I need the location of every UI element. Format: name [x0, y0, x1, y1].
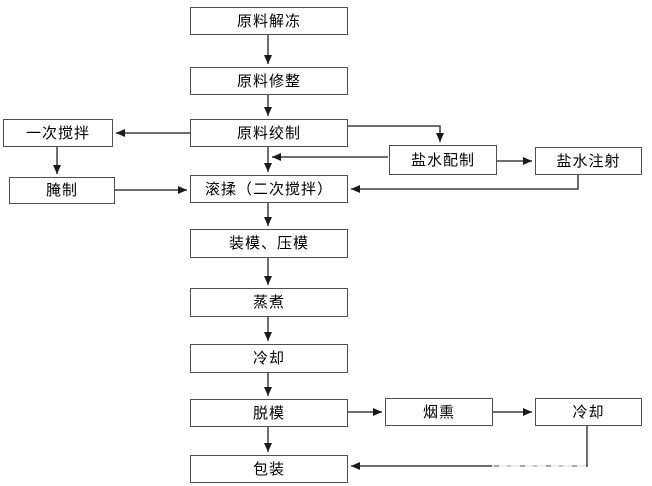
node-brine-prep: 盐水配制	[389, 145, 497, 175]
node-grind-label: 原料绞制	[236, 123, 301, 142]
node-trim-label: 原料修整	[236, 71, 301, 90]
edge-brineinject-tumble	[351, 175, 579, 193]
node-demold: 脱模	[190, 399, 348, 427]
node-smoke-label: 烟熏	[422, 402, 455, 421]
node-cool1-label: 冷却	[252, 349, 285, 367]
node-cool2: 冷却	[535, 398, 642, 426]
node-brine-inject-label: 盐水注射	[556, 151, 621, 170]
node-smoke: 烟熏	[385, 398, 493, 426]
node-trim: 原料修整	[190, 67, 348, 95]
node-brine-prep-label: 盐水配制	[410, 150, 475, 169]
edge-cool2-pack	[351, 426, 588, 470]
node-demold-label: 脱模	[252, 403, 285, 422]
node-steam-label: 蒸煮	[252, 293, 285, 311]
node-cool1: 冷却	[190, 344, 348, 373]
node-tumble-label: 滚揉（二次搅拌）	[204, 179, 333, 198]
node-mold-label: 装模、压模	[228, 234, 309, 252]
node-grind: 原料绞制	[190, 119, 348, 147]
node-thaw-label: 原料解冻	[236, 11, 301, 30]
node-pack-label: 包装	[252, 459, 285, 478]
edge-grind-brineprep	[348, 125, 444, 142]
node-tumble: 滚揉（二次搅拌）	[190, 175, 348, 203]
node-pack: 包装	[190, 455, 348, 483]
node-cool2-label: 冷却	[572, 402, 605, 421]
node-marinate: 腌制	[9, 177, 115, 204]
node-brine-inject: 盐水注射	[535, 147, 642, 175]
watermark	[492, 460, 586, 472]
node-steam: 蒸煮	[190, 288, 348, 317]
node-marinate-label: 腌制	[45, 181, 78, 199]
node-mold: 装模、压模	[190, 229, 348, 258]
node-thaw: 原料解冻	[190, 7, 348, 35]
node-stir1-label: 一次搅拌	[25, 123, 90, 142]
node-stir1: 一次搅拌	[3, 119, 113, 147]
